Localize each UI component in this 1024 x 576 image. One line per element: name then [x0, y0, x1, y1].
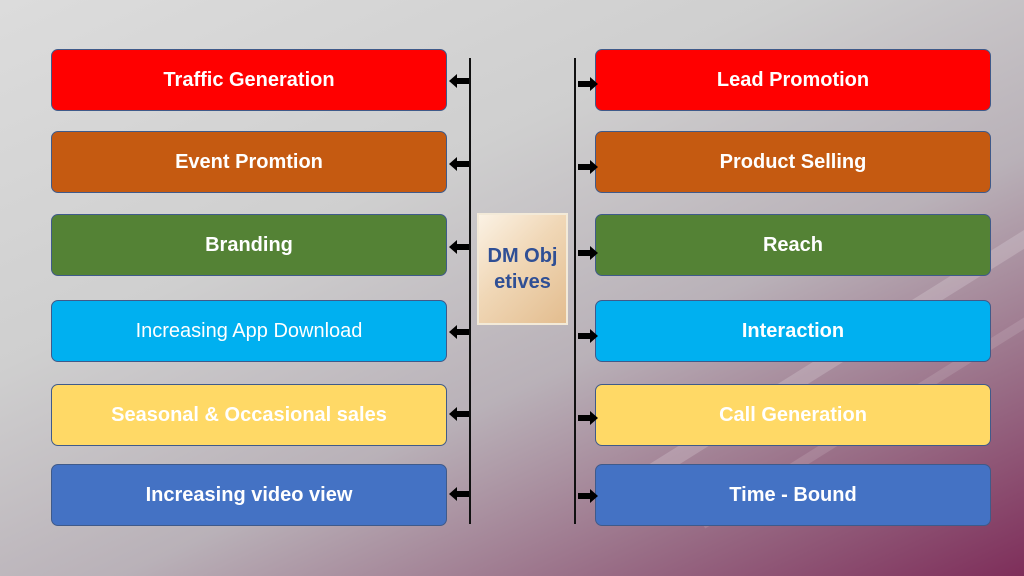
- right-box-time-bound: Time - Bound: [595, 464, 991, 526]
- right-arrow-icon: [578, 489, 598, 503]
- left-arrow-icon: [449, 325, 469, 339]
- left-arrow-icon: [449, 407, 469, 421]
- right-box-reach: Reach: [595, 214, 991, 276]
- left-arrow-icon: [449, 487, 469, 501]
- right-arrow-icon: [578, 77, 598, 91]
- left-box-branding: Branding: [51, 214, 447, 276]
- left-box-event-promotion: Event Promtion: [51, 131, 447, 193]
- center-box-dm-objectives: DM Objetives: [477, 213, 568, 325]
- right-box-call-generation: Call Generation: [595, 384, 991, 446]
- right-arrow-icon: [578, 246, 598, 260]
- left-arrow-icon: [449, 74, 469, 88]
- left-box-increasing-video-view: Increasing video view: [51, 464, 447, 526]
- right-arrow-icon: [578, 160, 598, 174]
- left-box-increasing-app-download: Increasing App Download: [51, 300, 447, 362]
- left-connector-line: [469, 58, 471, 524]
- right-connector-line: [574, 58, 576, 524]
- center-label: DM Objetives: [487, 245, 558, 293]
- left-box-seasonal-sales: Seasonal & Occasional sales: [51, 384, 447, 446]
- right-box-product-selling: Product Selling: [595, 131, 991, 193]
- right-box-lead-promotion: Lead Promotion: [595, 49, 991, 111]
- right-box-interaction: Interaction: [595, 300, 991, 362]
- left-box-traffic-generation: Traffic Generation: [51, 49, 447, 111]
- left-arrow-icon: [449, 240, 469, 254]
- left-arrow-icon: [449, 157, 469, 171]
- right-arrow-icon: [578, 411, 598, 425]
- right-arrow-icon: [578, 329, 598, 343]
